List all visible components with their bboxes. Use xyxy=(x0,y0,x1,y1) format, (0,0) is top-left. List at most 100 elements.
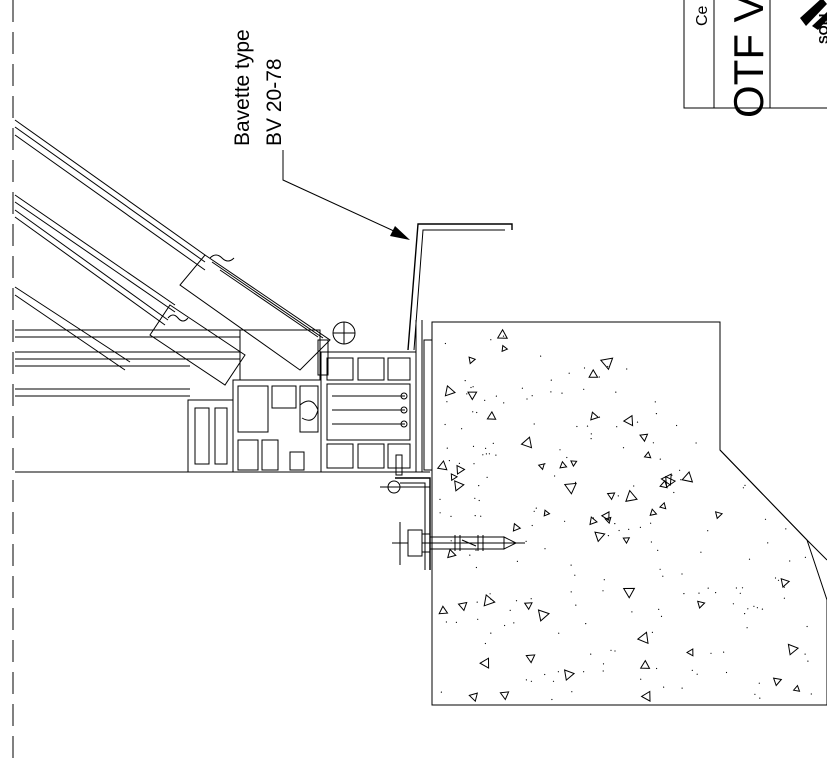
aggregate-triangle xyxy=(600,511,610,522)
aggregate-dot xyxy=(764,518,767,520)
aggregate-dot xyxy=(439,498,441,500)
aggregate-dot xyxy=(789,560,791,562)
aggregate-triangle xyxy=(649,508,658,516)
aggregate-triangle xyxy=(525,654,536,664)
aggregate-triangle xyxy=(499,691,510,701)
aggregate-dot xyxy=(607,535,610,537)
aggregate-dot xyxy=(552,680,555,682)
aggregate-dot xyxy=(592,517,595,519)
aggregate-dot xyxy=(651,631,654,634)
aggregate-dot xyxy=(628,528,630,531)
aggregate-dot xyxy=(503,402,505,404)
aggregate-triangle xyxy=(563,482,577,495)
aggregate-dot xyxy=(480,515,482,517)
aggregate-dot xyxy=(469,554,471,556)
aggregate-dot xyxy=(654,401,656,403)
title-block: Ce OTF V SOLI xyxy=(683,0,827,118)
aggregate-dot xyxy=(445,621,447,623)
aggregate-dot xyxy=(475,566,477,569)
aggregate-dot xyxy=(495,395,497,397)
aggregate-dot xyxy=(544,673,546,676)
aggregate-triangle xyxy=(479,657,490,669)
aggregate-dot xyxy=(696,673,698,675)
aggregate-triangle xyxy=(520,436,533,449)
aggregate-dot xyxy=(656,667,658,670)
aggregate-dot xyxy=(461,428,463,430)
aggregate-dot xyxy=(472,445,475,447)
aggregate-dot xyxy=(568,372,570,374)
aggregate-dot xyxy=(515,600,518,602)
aggregate-triangle xyxy=(457,601,468,612)
aggregate-dot xyxy=(475,549,477,551)
aggregate-dot xyxy=(558,632,560,634)
aggregate-dot xyxy=(761,608,764,610)
aggregate-dot xyxy=(490,598,492,600)
aggregate-dot xyxy=(484,642,486,645)
aggregate-dot xyxy=(455,621,457,624)
aggregate-dot xyxy=(616,426,618,428)
aggregate-dot xyxy=(474,515,476,517)
aggregate-dot xyxy=(544,512,546,514)
aggregate-triangle xyxy=(537,463,545,471)
aggregate-dot xyxy=(673,491,675,494)
aggregate-triangle xyxy=(792,684,801,692)
flashing-profile xyxy=(407,223,513,351)
aggregate-dot xyxy=(476,411,478,414)
aggregate-triangle xyxy=(681,471,694,483)
aggregate-dot xyxy=(509,609,511,612)
aggregate-dot xyxy=(683,593,685,595)
annotation-line-1: Bavette type xyxy=(231,29,254,146)
aggregate-dot xyxy=(550,391,552,393)
aggregate-triangle xyxy=(512,522,522,532)
aggregate-dot xyxy=(725,671,728,674)
aggregate-dot xyxy=(804,556,807,559)
anchor-bolt xyxy=(392,522,525,565)
aggregate-dot xyxy=(525,679,528,681)
aggregate-dot xyxy=(618,529,620,532)
aggregate-dot xyxy=(744,484,746,486)
aggregate-dot xyxy=(530,598,532,600)
aggregate-dot xyxy=(504,624,506,627)
aggregate-dot xyxy=(681,573,683,575)
aggregate-dot xyxy=(574,481,577,483)
aggregate-dot xyxy=(622,447,625,449)
aggregate-triangle xyxy=(622,587,636,599)
aggregate-dot xyxy=(526,398,528,400)
aggregate-triangle xyxy=(468,356,477,365)
aggregate-dot xyxy=(810,693,812,695)
aggregate-dot xyxy=(691,669,693,672)
aggregate-triangle xyxy=(625,489,638,502)
aggregate-dot xyxy=(602,663,605,665)
aggregate-dot xyxy=(748,558,751,560)
aggregate-dot xyxy=(676,424,678,427)
aggregate-dot xyxy=(806,625,808,628)
aggregate-triangle xyxy=(436,460,448,471)
aggregate-triangle xyxy=(468,692,478,703)
aggregate-dot xyxy=(544,548,546,550)
aggregate-dot xyxy=(603,579,605,581)
aggregate-dot xyxy=(486,476,488,478)
aggregate-dot xyxy=(464,380,466,382)
aggregate-dot xyxy=(531,524,533,527)
aggregate-dot xyxy=(557,671,560,673)
aggregate-triangle xyxy=(696,600,706,609)
aggregate-dot xyxy=(533,423,535,425)
aggregate-triangle xyxy=(660,473,672,486)
aggregate-dot xyxy=(681,687,683,689)
aggregate-dot xyxy=(488,453,490,455)
aggregate-dot xyxy=(631,611,633,613)
aggregate-dot xyxy=(617,495,619,497)
aggregate-dot xyxy=(485,447,487,449)
aggregate-triangle xyxy=(496,328,509,339)
aggregate-dot xyxy=(602,590,604,592)
aggregate-dot xyxy=(575,604,577,606)
aggregate-dot xyxy=(574,574,576,576)
aggregate-dot xyxy=(492,442,494,444)
aggregate-dot xyxy=(639,526,642,529)
aggregate-dot xyxy=(472,411,474,413)
aggregate-dot xyxy=(450,540,452,542)
aggregate-triangle xyxy=(483,593,496,607)
aggregate-dot xyxy=(746,627,748,629)
aggregate-dot xyxy=(636,421,639,423)
